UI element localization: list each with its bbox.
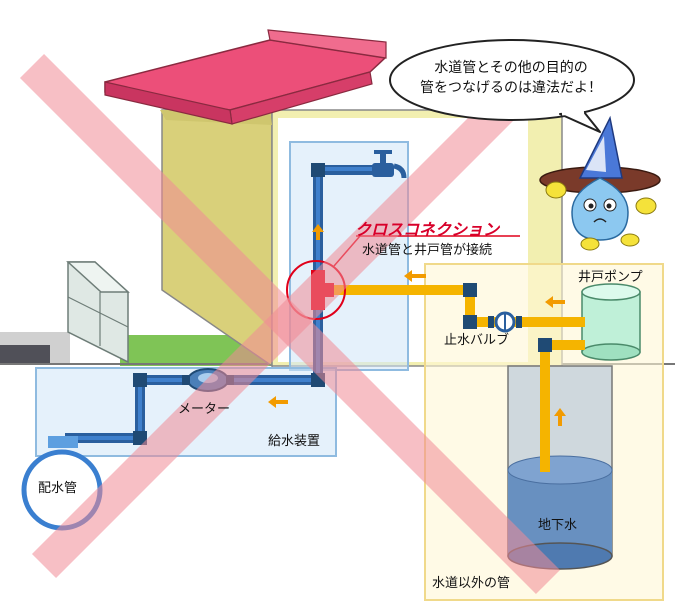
faucet-icon — [372, 150, 407, 179]
non-water-pipe-label: 水道以外の管 — [432, 576, 511, 591]
well — [507, 365, 613, 570]
speech-line-2: 管をつなげるのは違法だよ！ — [420, 80, 602, 96]
meter-label: メーター — [178, 402, 231, 417]
well-pipe-joints — [463, 283, 552, 352]
stop-valve-icon — [488, 311, 522, 333]
flow-arrows — [268, 224, 566, 426]
speech-bubble — [389, 39, 635, 133]
prohibition-cross — [19, 53, 561, 595]
speech-bubble-text: 水道管とその他の目的の 管をつなげるのは違法だよ！ — [398, 58, 624, 98]
cross-connection-subtitle: 水道管と井戸管が接続 — [362, 243, 493, 258]
water-drop-mascot-icon — [539, 115, 661, 251]
well-pump-label: 井戸ポンプ — [578, 270, 643, 285]
speech-line-1: 水道管とその他の目的の — [434, 60, 588, 76]
stop-valve-label: 止水バルブ — [444, 333, 510, 348]
cross-connection-title: クロスコネクション — [355, 220, 500, 239]
distribution-pipe-label: 配水管 — [38, 481, 78, 496]
groundwater-label: 地下水 — [538, 518, 578, 533]
block-wall — [66, 261, 130, 364]
water-pipe-joints — [133, 163, 325, 445]
roof — [104, 29, 387, 125]
supply-device-label: 給水装置 — [268, 434, 321, 449]
well-pump — [581, 283, 641, 361]
